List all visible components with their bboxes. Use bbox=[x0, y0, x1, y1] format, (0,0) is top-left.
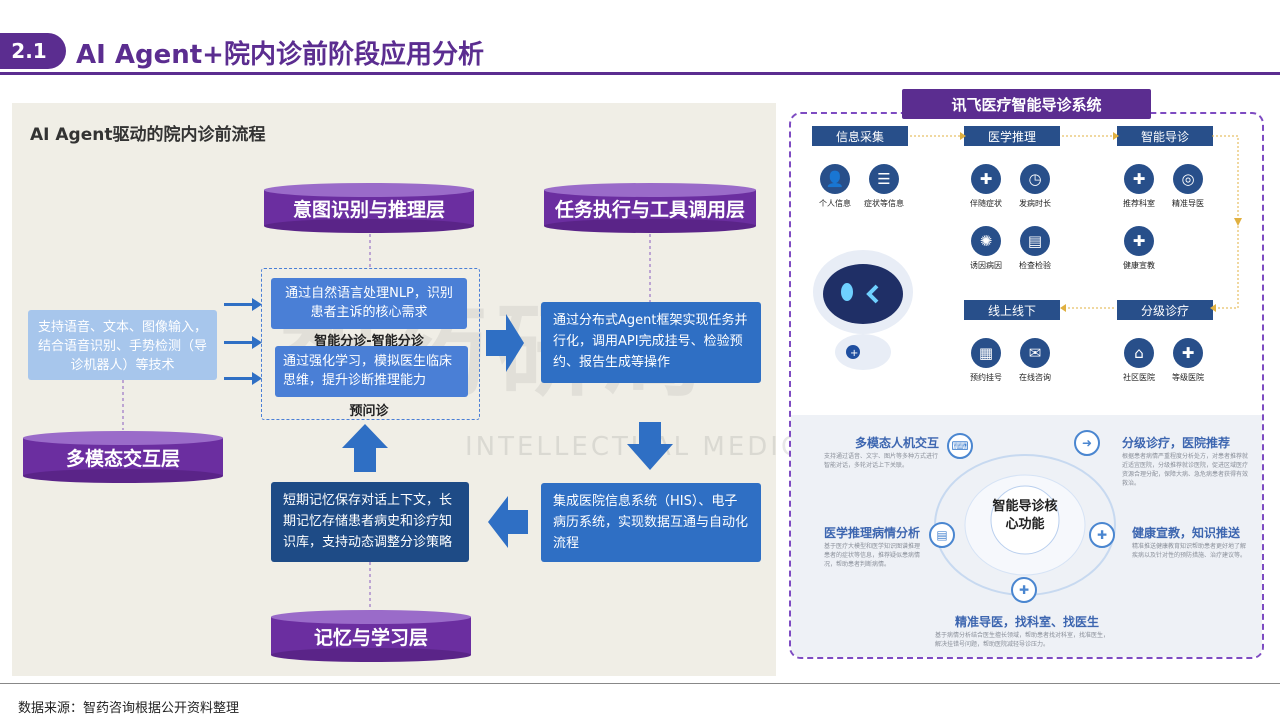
intent-layer-cylinder: 意图识别与推理层 bbox=[263, 182, 475, 234]
report-glyph: ▤ bbox=[1027, 232, 1043, 250]
cylinder-shape bbox=[544, 183, 756, 233]
multimodal-layer-cylinder: 多模态交互层 bbox=[22, 430, 224, 484]
icon-label-duration: 发病时长 bbox=[1019, 199, 1051, 208]
book-icon: ✚ bbox=[1124, 226, 1154, 256]
virus-glyph: ✺ bbox=[979, 232, 993, 250]
icon-label-precise-guide: 精准导医 bbox=[1172, 199, 1204, 208]
multimodal-layer-label: 多模态交互层 bbox=[65, 447, 180, 470]
header-divider bbox=[0, 72, 1280, 75]
plus-doc-icon: ✚ bbox=[971, 164, 1001, 194]
multimodal-icon: ⌨ bbox=[947, 433, 973, 459]
input-methods-box: 支持语音、文本、图像输入，结合语音识别、手势检测（导诊机器人）等技术 bbox=[28, 310, 217, 380]
icon-label-community: 社区医院 bbox=[1123, 373, 1155, 382]
rl-box: 通过强化学习，模拟医生临床思维，提升诊断推理能力 bbox=[275, 346, 468, 397]
feature-title-reasoning: 医学推理病情分析 bbox=[824, 526, 921, 540]
icon-label-health-edu: 健康宣教 bbox=[1123, 261, 1155, 270]
left-panel-title: AI Agent驱动的院内诊前流程 bbox=[30, 125, 266, 145]
connector-lines bbox=[122, 234, 651, 609]
memory-layer-label: 记忆与学习层 bbox=[313, 626, 428, 649]
stage-smart-guidance: 智能导诊 bbox=[1117, 126, 1213, 146]
his-box: 集成医院信息系统（HIS）、电子病历系统，实现数据互通与自动化流程 bbox=[541, 483, 761, 562]
feature-title-health-edu: 健康宣教，知识推送 bbox=[1132, 526, 1241, 540]
core-center-label: 智能导诊核心功能 bbox=[992, 499, 1058, 532]
chat-glyph: ✉ bbox=[1028, 344, 1042, 362]
task-layer-cylinder: 任务执行与工具调用层 bbox=[543, 182, 757, 234]
memory-box: 短期记忆保存对话上下文，长期记忆存储患者病史和诊疗知识库，支持动态调整分诊策略 bbox=[271, 482, 469, 562]
feature-desc-health-edu: 精准推送健康教育知识帮助患者更好地了解疾病以及针对性的预防措施、治疗建议等。 bbox=[1132, 543, 1247, 559]
icon-label-personal-info: 个人信息 bbox=[819, 199, 851, 208]
section-number-badge: 2.1 bbox=[0, 33, 66, 69]
hospital-pin-icon: ✚ bbox=[1011, 577, 1037, 603]
nlp-label: 智能分诊-智能分诊 bbox=[314, 334, 424, 349]
input-arrows bbox=[224, 298, 262, 385]
home-icon: ⌂ bbox=[1124, 338, 1154, 368]
bookmark-icon: ✚ bbox=[1124, 164, 1154, 194]
feature-desc-multimodal: 支持通过语音、文字、图片等多种方式进行智能对话，多轮对话上下关联。 bbox=[824, 453, 939, 469]
flow-connectors bbox=[910, 132, 1242, 312]
icon-label-cause: 诱因病因 bbox=[970, 261, 1002, 270]
nlp-box: 通过自然语言处理NLP，识别患者主诉的核心需求 bbox=[271, 278, 467, 329]
analysis-doc-icon: ▤ bbox=[929, 522, 955, 548]
icon-label-online-consult: 在线咨询 bbox=[1019, 373, 1051, 382]
report-icon: ▤ bbox=[1020, 226, 1050, 256]
arrow-circle-icon: ➜ bbox=[1074, 430, 1100, 456]
cylinder-shape bbox=[23, 431, 223, 483]
xunfei-system-title: 讯飞医疗智能导诊系统 bbox=[902, 89, 1151, 119]
feature-title-precise: 精准导医，找科室、找医生 bbox=[955, 615, 1100, 629]
icon-label-appointment: 预约挂号 bbox=[970, 373, 1002, 382]
list-glyph: ☰ bbox=[877, 170, 891, 188]
target-icon: ◎ bbox=[1173, 164, 1203, 194]
id-card-icon: 👤 bbox=[820, 164, 850, 194]
icon-label-dept: 推荐科室 bbox=[1123, 199, 1155, 208]
clock-icon: ◷ bbox=[1020, 164, 1050, 194]
feature-desc-tiered: 根据患者病情严重程度分析处方，对患者推荐就近适宜医院，分级推荐就诊医院，促进区域… bbox=[1122, 453, 1249, 487]
data-source: 数据来源：智药咨询根据公开资料整理 bbox=[18, 701, 240, 716]
virus-icon: ✺ bbox=[971, 226, 1001, 256]
rl-label: 预问诊 bbox=[349, 404, 389, 419]
page-title: AI Agent+院内诊前阶段应用分析 bbox=[76, 40, 484, 70]
stage-medical-reasoning: 医学推理 bbox=[964, 126, 1060, 146]
calendar-icon: ▦ bbox=[971, 338, 1001, 368]
section-number: 2.1 bbox=[11, 39, 47, 63]
id-card-glyph: 👤 bbox=[825, 170, 845, 188]
stage-tiered-care: 分级诊疗 bbox=[1117, 300, 1213, 320]
footer-divider bbox=[0, 683, 1280, 684]
book-glyph: ✚ bbox=[1132, 232, 1146, 250]
up-arrow-icon bbox=[342, 424, 388, 472]
memory-layer-cylinder: 记忆与学习层 bbox=[270, 609, 472, 663]
clock-glyph: ◷ bbox=[1028, 170, 1042, 188]
feature-title-tiered: 分级诊疗，医院推荐 bbox=[1122, 436, 1231, 450]
core-rings bbox=[934, 454, 1116, 596]
plus-doc-glyph: ✚ bbox=[979, 170, 993, 188]
icon-label-grade-hospital: 等级医院 bbox=[1172, 373, 1204, 382]
chat-icon: ✉ bbox=[1020, 338, 1050, 368]
down-arrow-icon bbox=[627, 422, 673, 470]
hospital-icon: ✚ bbox=[1173, 338, 1203, 368]
icon-label-symptom-info: 症状等信息 bbox=[864, 199, 904, 208]
feature-desc-precise: 基于病情分析结合医生擅长领域，帮助患者找对科室，找准医生，解决挂错号问题，帮助医… bbox=[935, 632, 1110, 648]
right-arrow-icon bbox=[486, 314, 524, 372]
cylinder-shape bbox=[264, 183, 474, 233]
target-glyph: ◎ bbox=[1181, 170, 1195, 188]
calendar-glyph: ▦ bbox=[978, 344, 994, 362]
task-box: 通过分布式Agent框架实现任务并行化，调用API完成挂号、检验预约、报告生成等… bbox=[541, 302, 761, 383]
home-glyph: ⌂ bbox=[1134, 344, 1144, 362]
cylinder-shape bbox=[271, 610, 471, 662]
folder-icon: ✚ bbox=[1089, 522, 1115, 548]
intent-group-frame bbox=[261, 268, 480, 420]
svg-text:+: + bbox=[850, 348, 858, 359]
robot-illustration: + bbox=[813, 250, 913, 370]
icon-label-tests: 检查检验 bbox=[1019, 261, 1051, 270]
intent-layer-label: 意图识别与推理层 bbox=[292, 198, 445, 221]
task-layer-label: 任务执行与工具调用层 bbox=[554, 198, 745, 221]
left-arrow-icon bbox=[488, 496, 528, 548]
stage-online-offline: 线上线下 bbox=[964, 300, 1060, 320]
list-icon: ☰ bbox=[869, 164, 899, 194]
stage-info-collection: 信息采集 bbox=[812, 126, 908, 146]
feature-title-multimodal: 多模态人机交互 bbox=[855, 436, 940, 450]
feature-desc-reasoning: 基于医疗大模型和医学知识图谱推理患者的症状等信息，推荐疑似患病情况，帮助患者判断… bbox=[824, 543, 921, 568]
icon-label-accompanying: 伴随症状 bbox=[970, 199, 1002, 208]
hospital-glyph: ✚ bbox=[1181, 344, 1195, 362]
bookmark-glyph: ✚ bbox=[1132, 170, 1146, 188]
